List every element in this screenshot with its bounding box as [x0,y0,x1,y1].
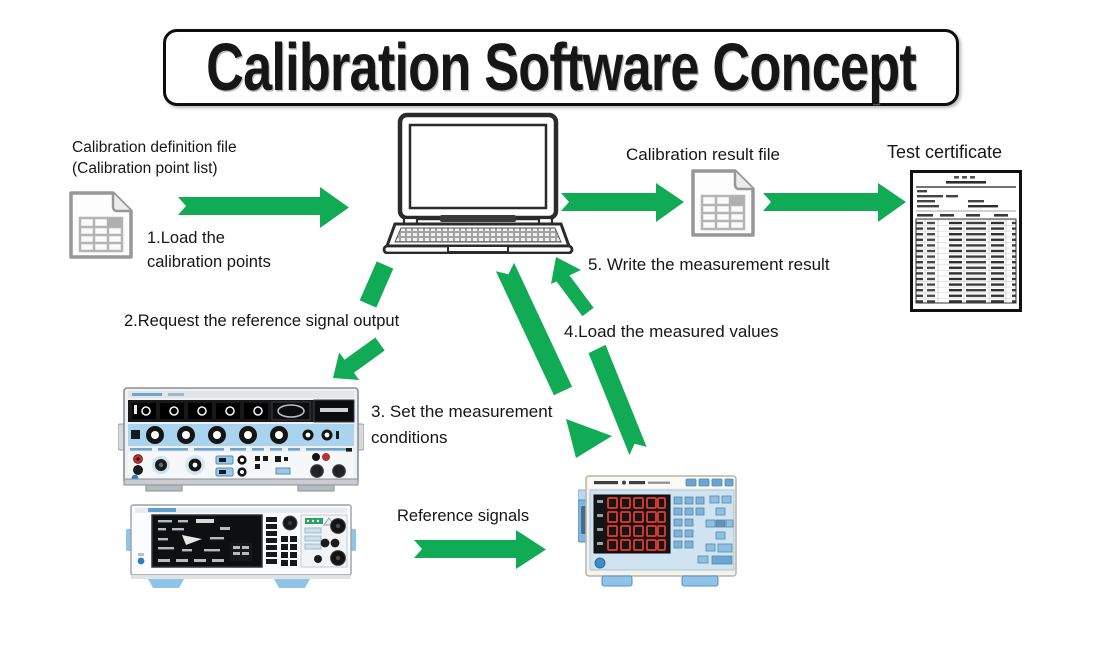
spreadsheet-file-icon [69,191,133,259]
power-button [594,557,606,569]
test-certificate-document [910,170,1022,312]
title-banner: Calibration Software Concept [163,29,959,106]
arrow-down-left-icon-request-upper [359,261,394,308]
step5-label: 5. Write the measurement result [588,255,830,274]
step2-label: 2.Request the reference signal output [124,312,400,330]
arrow-up-icon-load-values-lower-shaft [588,344,647,456]
reference-signals-label: Reference signals [397,507,530,525]
seven-segment-digits [607,497,666,551]
definition-file-label: Calibration definition file (Calibration… [72,139,237,178]
arrow-down-icon-set-conditions-shaft [495,262,573,396]
arrow-down-icon-set-conditions-head [566,419,612,458]
arrow-right-icon-write-result [561,183,684,222]
arrow-right-icon-reference-signals [414,530,546,569]
calibrator-standard-instrument [118,387,364,492]
step3-label: 3. Set the measurement conditions [371,402,553,447]
power-calibrator-instrument [126,504,356,588]
step4-label: 4.Load the measured values [564,322,779,341]
spreadsheet-file-icon [691,169,755,237]
arrow-up-icon-load-values-head [551,257,581,284]
arrow-down-left-icon-request-lower [333,337,385,380]
page-title: Calibration Software Concept [206,30,917,105]
step1-label: 1.Load the calibration points [147,229,271,271]
result-file-label: Calibration result file [626,145,781,164]
certificate-label: Test certificate [887,142,1003,162]
brand-text-marks [594,480,670,485]
trackpad [447,245,509,253]
arrow-right-icon-to-certificate [763,183,906,222]
arrow-up-icon-load-values-upper-shaft [556,272,594,317]
arrow-right-icon-load-points [178,187,349,228]
power-meter-instrument [578,475,737,587]
laptop-icon [382,112,574,254]
